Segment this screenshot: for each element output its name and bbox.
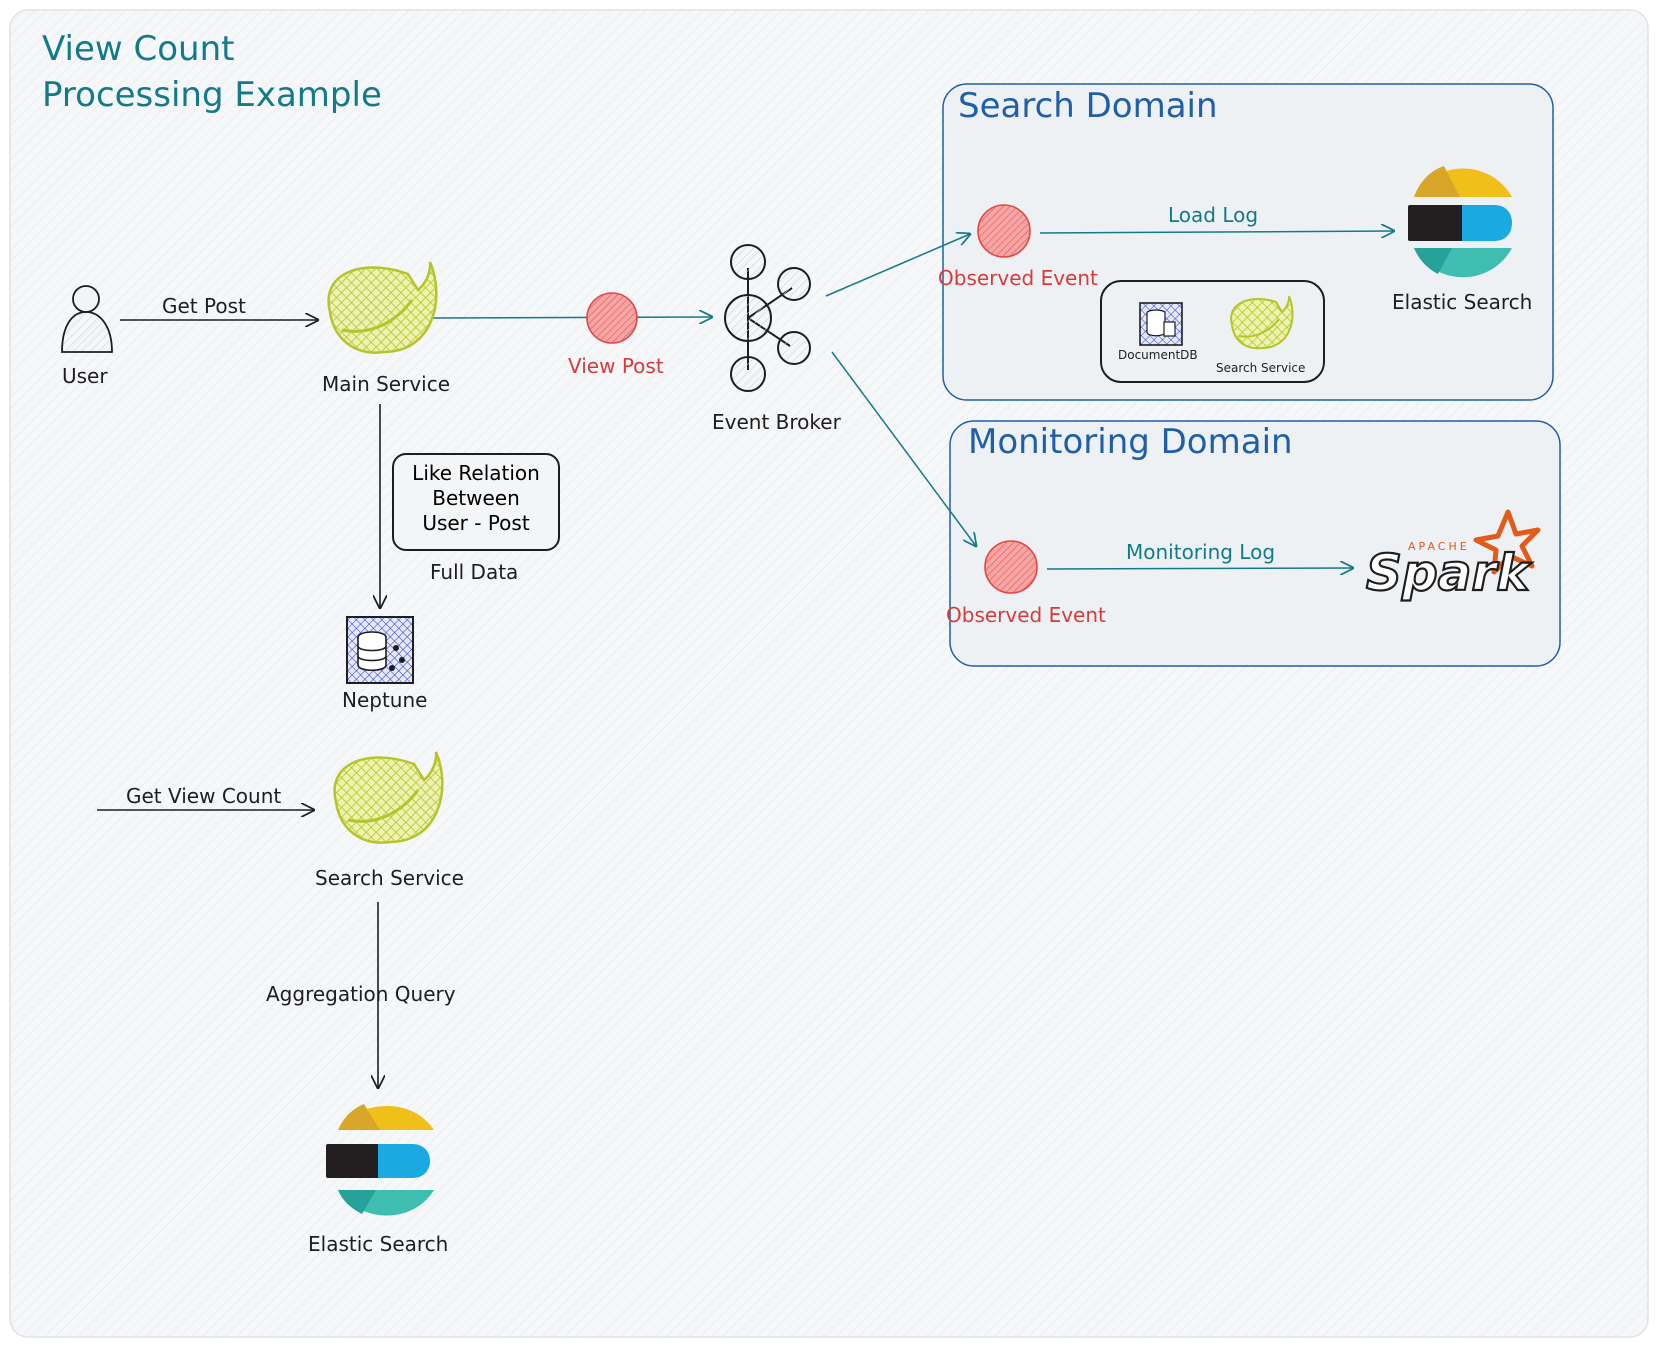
documentdb-icon: [1139, 302, 1183, 346]
like-relation-note: Like Relation Between User - Post: [392, 453, 560, 551]
load-log-label: Load Log: [1168, 203, 1259, 227]
search-domain-elastic-icon: [1408, 166, 1512, 278]
neptune-icon: [346, 616, 414, 684]
spark-apache-text: APACHE: [1408, 540, 1470, 553]
monitoring-observed-event-icon: [984, 540, 1038, 594]
event-broker-icon: [724, 244, 811, 392]
edge-broker-to-monitoring: [831, 351, 976, 546]
search-observed-event-label: Observed Event: [938, 266, 1098, 290]
diagram-title-line1: View Count: [42, 29, 235, 69]
elastic-search-label: Elastic Search: [308, 1232, 449, 1256]
search-domain-spring-icon: [1230, 295, 1294, 350]
edge-monitoring-log: [1046, 568, 1353, 569]
elastic-search-icon: [326, 1104, 434, 1216]
diagram-title-line2: Processing Example: [42, 75, 382, 115]
aggregation-query-label: Aggregation Query: [266, 982, 456, 1006]
event-broker-label: Event Broker: [712, 410, 841, 434]
note-line-1: Like Relation: [412, 461, 540, 485]
monitoring-domain-title: Monitoring Domain: [968, 422, 1293, 462]
user-icon: [61, 285, 113, 353]
edge-main-to-broker: [431, 317, 712, 318]
get-view-count-label: Get View Count: [126, 784, 282, 808]
monitoring-observed-event-label: Observed Event: [946, 603, 1106, 627]
search-service-label: Search Service: [315, 866, 464, 890]
view-post-event-icon: [586, 292, 638, 344]
spark-word-text: Spark: [1366, 544, 1532, 602]
main-service-label: Main Service: [322, 372, 451, 396]
documentdb-label: DocumentDB: [1118, 348, 1198, 362]
apache-spark-logo: APACHE Spark: [1365, 509, 1541, 603]
monitoring-domain-box: [949, 420, 1561, 667]
view-post-label: View Post: [568, 354, 664, 378]
search-domain-title: Search Domain: [958, 86, 1218, 126]
neptune-label: Neptune: [342, 688, 428, 712]
search-observed-event-icon: [977, 204, 1031, 258]
search-domain-elastic-label: Elastic Search: [1392, 290, 1533, 314]
monitoring-log-label: Monitoring Log: [1126, 540, 1276, 564]
note-line-3: User - Post: [422, 511, 530, 535]
inner-search-service-label: Search Service: [1216, 361, 1306, 375]
note-line-2: Between: [432, 486, 520, 510]
get-post-label: Get Post: [162, 294, 246, 318]
full-data-label: Full Data: [430, 560, 519, 584]
edge-broker-to-search: [825, 234, 970, 297]
search-domain-box: [942, 83, 1554, 401]
spring-icon-search-service: [333, 751, 444, 844]
user-label: User: [62, 364, 108, 388]
spring-icon-main-service: [327, 261, 438, 354]
edge-load-log: [1039, 231, 1394, 233]
